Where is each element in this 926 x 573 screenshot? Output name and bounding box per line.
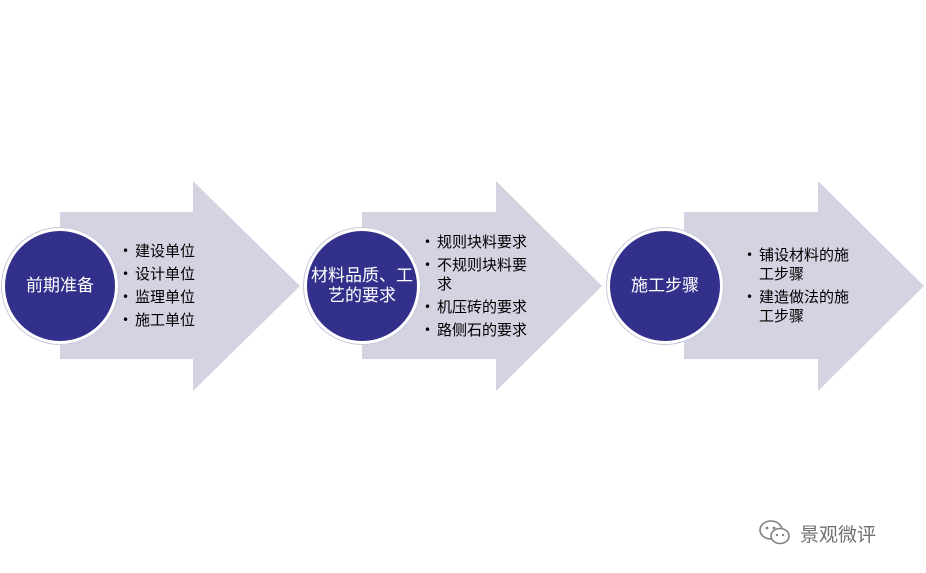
list-item: 设计单位 [122,265,222,284]
step-1-title: 前期准备 [26,276,94,296]
list-item: 建造做法的施工步骤 [746,288,852,326]
watermark: 景观微评 [758,519,876,547]
watermark-text: 景观微评 [800,523,877,546]
step-1-arrow [60,181,300,391]
list-item: 施工单位 [122,311,222,330]
step-1-circle: 前期准备 [2,228,118,344]
step-3-title: 施工步骤 [631,276,699,296]
list-item: 不规则块料要求 [424,256,536,294]
list-item: 路侧石的要求 [424,321,536,340]
list-item: 监理单位 [122,288,222,307]
step-2-title: 材料品质、工艺的要求 [311,266,413,306]
wechat-icon [759,520,790,545]
list-item: 铺设材料的施工步骤 [746,246,852,284]
list-item: 规则块料要求 [424,233,536,252]
step-1-list: 建设单位 设计单位 监理单位 施工单位 [122,242,222,334]
list-item: 机压砖的要求 [424,298,536,317]
step-2-list: 规则块料要求 不规则块料要求 机压砖的要求 路侧石的要求 [424,233,536,344]
step-3-circle: 施工步骤 [607,228,723,344]
step-3-arrow [684,181,924,391]
step-2-circle: 材料品质、工艺的要求 [304,228,420,344]
list-item: 建设单位 [122,242,222,261]
step-3-list: 铺设材料的施工步骤 建造做法的施工步骤 [746,246,852,330]
